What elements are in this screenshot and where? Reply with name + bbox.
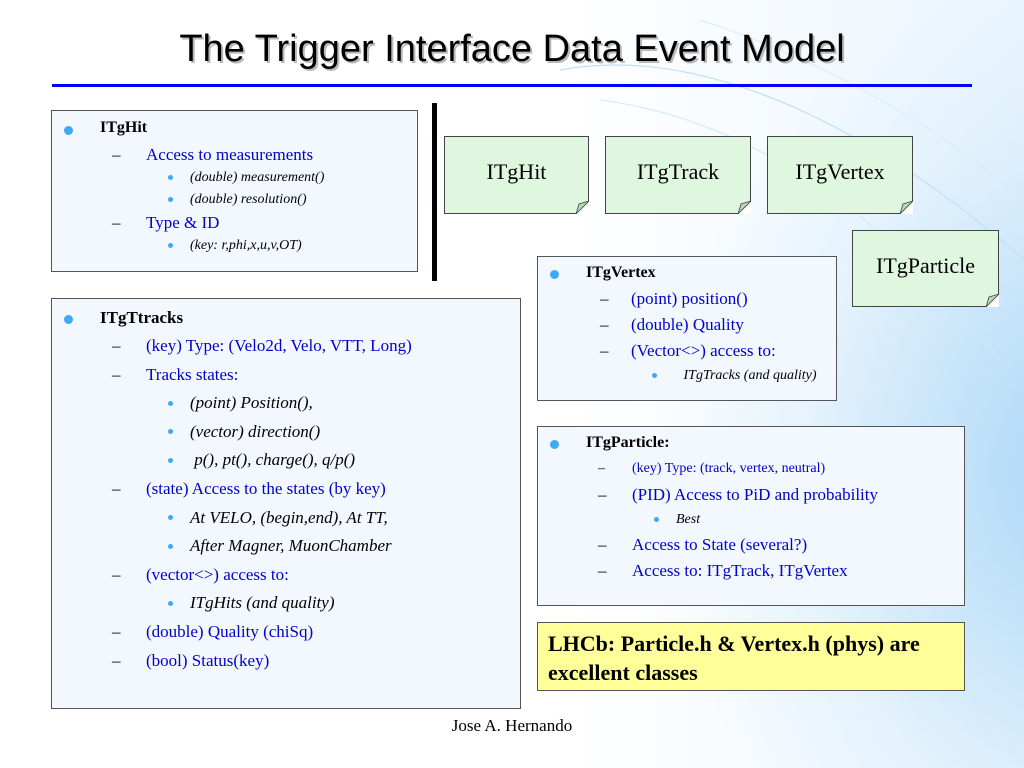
itgtracks-item-vector-access: (vector<>) access to: [52, 565, 520, 585]
itgtracks-item-status: (bool) Status(key) [52, 651, 520, 671]
itgparticle-item-state: Access to State (several?) [538, 535, 964, 555]
itgvertex-item-vector-access: (Vector<>) access to: [538, 341, 836, 361]
itgvertex-heading: ITgVertex [538, 263, 836, 283]
card-itgtrack: ITgTrack [605, 136, 751, 214]
page-fold-icon [900, 201, 913, 214]
card-itghit-label: ITgHit [486, 159, 547, 184]
page-fold-icon [576, 201, 589, 214]
itghit-subitem-resolution: (double) resolution() [52, 191, 417, 209]
itgtracks-item-state-access: (state) Access to the states (by key) [52, 479, 520, 499]
slide-title: The Trigger Interface Data Event Model [179, 28, 845, 70]
card-itghit: ITgHit [444, 136, 589, 214]
itgtracks-subitem-momentum: p(), pt(), charge(), q/p() [52, 450, 520, 470]
card-itgparticle-label: ITgParticle [876, 253, 975, 278]
itgparticle-list: ITgParticle: (key) Type: (track, vertex,… [538, 433, 964, 581]
itgparticle-heading: ITgParticle: [538, 433, 964, 453]
itghit-list: ITgHit Access to measurements (double) m… [52, 119, 417, 255]
slide-footer-author: Jose A. Hernando [451, 716, 573, 735]
itgvertex-list: ITgVertex (point) position() (double) Qu… [538, 263, 836, 384]
page-fold-icon [986, 294, 999, 307]
itgparticle-item-pid: (PID) Access to PiD and probability [538, 485, 964, 505]
itgparticle-item-access: Access to: ITgTrack, ITgVertex [538, 561, 964, 581]
itgparticle-box: ITgParticle: (key) Type: (track, vertex,… [537, 426, 965, 606]
itghit-item-measurements: Access to measurements [52, 145, 417, 165]
itgtracks-subitem-at-velo: At VELO, (begin,end), At TT, [52, 508, 520, 528]
itgtracks-subitem-direction: (vector) direction() [52, 422, 520, 442]
card-itgvertex: ITgVertex [767, 136, 913, 214]
itgparticle-subitem-best: Best [538, 511, 964, 529]
itgvertex-item-quality: (double) Quality [538, 315, 836, 335]
itgtracks-item-states: Tracks states: [52, 365, 520, 385]
page-fold-icon [738, 201, 751, 214]
itghit-subitem-key: (key: r,phi,x,u,v,OT) [52, 237, 417, 255]
card-itgparticle: ITgParticle [852, 230, 999, 307]
itgtracks-box: ITgTtracks (key) Type: (Velo2d, Velo, VT… [51, 298, 521, 709]
itgvertex-subitem-itgtracks: ITgTracks (and quality) [538, 367, 836, 384]
itghit-item-type-id: Type & ID [52, 213, 417, 233]
itghit-box: ITgHit Access to measurements (double) m… [51, 110, 418, 272]
itghit-heading: ITgHit [52, 119, 417, 137]
itgtracks-item-quality: (double) Quality (chiSq) [52, 622, 520, 642]
itgvertex-item-position: (point) position() [538, 289, 836, 309]
lhcb-note-box: LHCb: Particle.h & Vertex.h (phys) are e… [537, 622, 965, 691]
itgtracks-item-type: (key) Type: (Velo2d, Velo, VTT, Long) [52, 336, 520, 356]
card-itgvertex-label: ITgVertex [795, 159, 885, 184]
itgtracks-subitem-itghits: ITgHits (and quality) [52, 593, 520, 613]
itgvertex-box: ITgVertex (point) position() (double) Qu… [537, 256, 837, 401]
vertical-divider [432, 103, 437, 281]
title-underline [52, 84, 972, 87]
card-itgtrack-label: ITgTrack [636, 159, 720, 184]
itghit-subitem-measurement: (double) measurement() [52, 169, 417, 187]
itgtracks-heading: ITgTtracks [52, 308, 520, 328]
itgtracks-list: ITgTtracks (key) Type: (Velo2d, Velo, VT… [52, 308, 520, 671]
itgtracks-subitem-position: (point) Position(), [52, 393, 520, 413]
itgparticle-item-type: (key) Type: (track, vertex, neutral) [538, 459, 964, 479]
itgtracks-subitem-after-magner: After Magner, MuonChamber [52, 536, 520, 556]
